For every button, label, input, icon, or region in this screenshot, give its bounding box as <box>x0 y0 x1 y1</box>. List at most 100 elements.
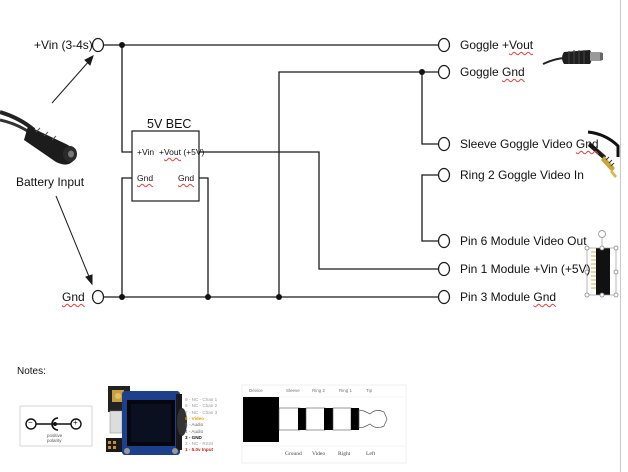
wire-video <box>421 174 438 242</box>
resize-handle[interactable] <box>584 292 590 298</box>
wire-vin-to-bec <box>121 45 132 153</box>
goggle-power-plug-image <box>542 50 603 65</box>
arrowhead-vin-icon <box>84 55 94 66</box>
resize-handle[interactable] <box>599 245 605 251</box>
label-ring2-video-in: Ring 2 Goggle Video In <box>460 168 584 182</box>
bec-pin-gnd-left: Gnd <box>137 173 154 183</box>
page-edge-divider <box>620 0 621 472</box>
vtx-module-image <box>106 386 187 455</box>
bec-box <box>131 130 200 202</box>
junction-dot <box>276 294 282 300</box>
jack-device-block <box>243 397 279 442</box>
bec-pin-gnd-right: Gnd <box>178 173 195 183</box>
arrow-to-vin <box>51 59 91 104</box>
bec-title: 5V BEC <box>147 117 192 131</box>
terminal-goggle-gnd <box>437 64 451 80</box>
jack-footer-right: Right <box>338 451 351 457</box>
label-text: Pin 3 Module <box>460 290 534 304</box>
battery-input-label: Battery Input <box>16 175 85 189</box>
vin-label: +Vin (3-4s) <box>34 38 93 52</box>
jack-footer-ground: Ground <box>285 451 302 457</box>
bec-vout-suffix: (+5V) <box>181 147 205 157</box>
label-goggle-gnd: Goggle Gnd <box>460 65 525 79</box>
label-pin1-vin: Pin 1 Module +Vin (+5V) <box>460 262 591 276</box>
arrow-to-gnd <box>55 195 91 280</box>
resize-handle[interactable] <box>584 269 590 275</box>
jack-header-ring2: Ring 2 <box>312 388 326 393</box>
pinout-entry: 5 - Audio <box>185 422 204 428</box>
terminal-goggle-vout <box>437 37 451 53</box>
label-text: Goggle + <box>460 38 510 52</box>
label-text: Goggle <box>460 65 503 79</box>
trrs-jack-diagram <box>241 384 407 464</box>
wire-bec-vout <box>199 151 438 270</box>
bec-vout-word: Vout <box>163 147 181 157</box>
module-header-image <box>584 230 619 298</box>
pinout-entry: 9 - NC - Chan 1 <box>185 397 218 402</box>
terminal-vin <box>91 37 105 53</box>
pinout-entry: 1 - 5.0v Input <box>185 447 214 453</box>
jack-header-sleeve: Sleeve <box>286 388 300 393</box>
label-text: Sleeve Goggle Video <box>460 137 576 151</box>
polarity-diagram <box>19 405 93 447</box>
arrowhead-gnd-icon <box>85 274 93 286</box>
notes-title: Notes: <box>17 366 46 377</box>
jack-header-device: Device <box>249 388 263 393</box>
jack-ring-band <box>298 408 306 430</box>
pinout-entry: 6 - Video <box>185 415 205 421</box>
wire-bec-gnd-right <box>199 177 209 297</box>
terminal-pin3-gnd <box>437 289 451 305</box>
junction-dot <box>419 69 425 75</box>
polarity-plus: + <box>73 418 78 427</box>
label-sleeve-video-gnd: Sleeve Goggle Video Gnd <box>460 137 599 151</box>
terminal-gnd <box>91 289 105 305</box>
center-pin-icon <box>51 417 59 431</box>
wire-goggle-gnd <box>278 71 438 297</box>
resize-handle[interactable] <box>613 269 619 275</box>
label-text-flagged: Vout <box>509 38 534 52</box>
pinout-entry: 4 - Audio <box>185 428 204 434</box>
jack-ring-band <box>351 408 359 430</box>
plus-terminal-icon <box>70 418 82 430</box>
pinout-entry: 2 - NC - RSSI <box>185 441 214 447</box>
resize-handle[interactable] <box>613 292 619 298</box>
battery-connector-image <box>0 110 77 165</box>
pinout-entry: 3 - GND <box>185 434 202 440</box>
polarity-caption-2: polarity <box>47 438 62 443</box>
wire-bec-gnd-left <box>121 177 132 297</box>
jack-ring-band <box>324 408 333 430</box>
bec-vout-prefix: + <box>159 147 164 157</box>
gnd-label: Gnd <box>62 290 85 304</box>
junction-dot <box>205 294 211 300</box>
pinout-entry: 7 - NC - Chan 3 <box>185 409 218 415</box>
jack-header-tip: Tip <box>366 388 373 393</box>
jack-footer-video: Video <box>312 451 326 457</box>
jack-tip <box>358 409 388 429</box>
label-text-flagged: Gnd <box>575 137 599 151</box>
junction-dot <box>119 294 125 300</box>
label-pin3-gnd: Pin 3 Module Gnd <box>460 290 556 304</box>
terminal-pin1-vin <box>437 261 451 277</box>
label-goggle-vout: Goggle +Vout <box>460 38 533 52</box>
resize-handle[interactable] <box>584 245 590 251</box>
rotate-handle-icon[interactable] <box>598 230 606 238</box>
minus-terminal-icon <box>25 418 37 430</box>
bec-pin-vin: +Vin <box>137 147 155 157</box>
terminal-ring2-video <box>437 167 451 183</box>
label-text-flagged: Gnd <box>533 290 557 304</box>
polarity-caption-1: positive <box>47 433 63 438</box>
jack-header-ring1: Ring 1 <box>339 388 353 393</box>
junction-dot <box>119 42 125 48</box>
terminal-sleeve-gnd <box>437 136 451 152</box>
resize-handle[interactable] <box>613 245 619 251</box>
terminal-pin6-video <box>437 233 451 249</box>
av-plug-image <box>587 130 620 178</box>
label-text-flagged: Gnd <box>502 65 525 79</box>
resize-handle[interactable] <box>599 292 605 298</box>
bec-pin-vout: +Vout (+5V) <box>159 147 204 157</box>
label-pin6-video-out: Pin 6 Module Video Out <box>460 234 587 248</box>
pinout-entry: 8 - NC - Chan 2 <box>185 403 218 409</box>
wire-sleeve-gnd <box>421 72 438 145</box>
jack-footer-left: Left <box>366 451 376 457</box>
